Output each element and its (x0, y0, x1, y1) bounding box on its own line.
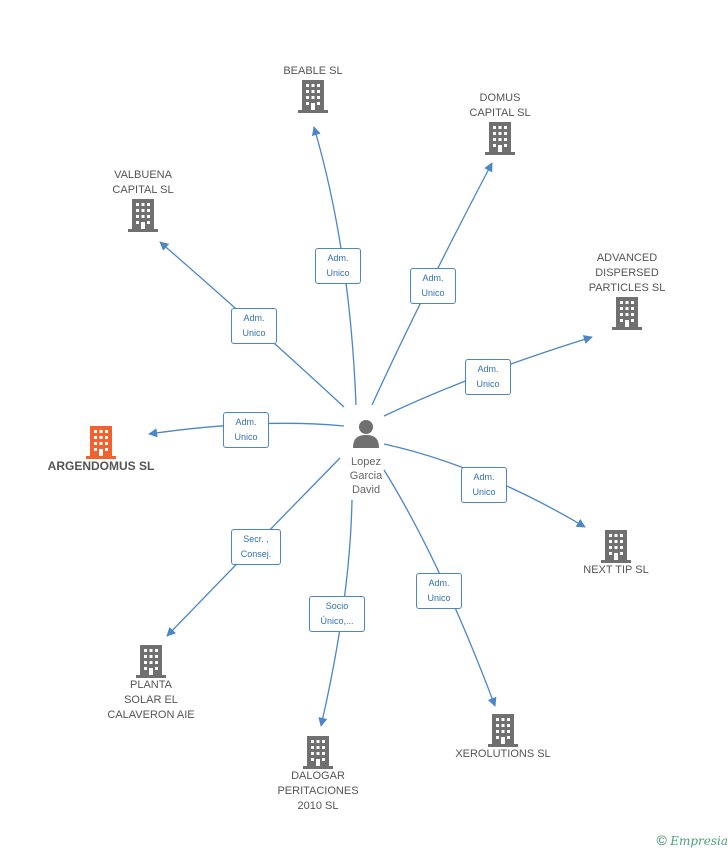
copyright-icon: © (656, 832, 667, 848)
relation-label-xerolutions: Adm. Unico (416, 573, 462, 609)
relation-label-nexttip: Adm. Unico (461, 467, 507, 503)
building-icon (128, 198, 158, 232)
company-node-beable[interactable]: BEABLE SL (268, 64, 358, 113)
building-icon (136, 644, 166, 678)
relation-label-valbuena: Adm. Unico (231, 308, 277, 344)
building-icon (612, 296, 642, 330)
company-node-argendomus[interactable]: ARGENDOMUS SL (38, 425, 164, 474)
relation-label-argendomus: Adm. Unico (223, 412, 269, 448)
company-node-advanced[interactable]: ADVANCED DISPERSED PARTICLES SL (577, 251, 677, 330)
company-name: DOMUS CAPITAL SL (469, 92, 531, 119)
person-icon (353, 420, 379, 448)
brand-name: Empresia (670, 834, 728, 848)
building-icon (298, 79, 328, 113)
brand-footer: © Empresia (657, 832, 728, 848)
person-name: Lopez Garcia David (349, 456, 383, 496)
company-name: ADVANCED DISPERSED PARTICLES SL (588, 252, 666, 294)
company-node-valbuena[interactable]: VALBUENA CAPITAL SL (98, 168, 188, 232)
company-node-dalogar[interactable]: DALOGAR PERITACIONES 2010 SL (266, 735, 370, 814)
company-name: DALOGAR PERITACIONES 2010 SL (277, 770, 359, 812)
company-node-nexttip[interactable]: NEXT TIP SL (571, 529, 661, 578)
building-icon (485, 121, 515, 155)
building-icon (303, 735, 333, 769)
company-name: ARGENDOMUS SL (47, 459, 155, 473)
company-name: BEABLE SL (283, 65, 343, 77)
building-icon (86, 425, 116, 459)
relation-label-advanced: Adm. Unico (465, 359, 511, 395)
company-name: VALBUENA CAPITAL SL (112, 169, 174, 196)
company-node-domus[interactable]: DOMUS CAPITAL SL (455, 91, 545, 155)
company-name: NEXT TIP SL (583, 564, 649, 576)
company-node-planta[interactable]: PLANTA SOLAR EL CALAVERON AIE (96, 644, 206, 723)
company-name: XEROLUTIONS SL (455, 748, 551, 760)
company-node-xerolutions[interactable]: XEROLUTIONS SL (448, 713, 558, 762)
relation-label-planta: Secr. , Consej. (231, 529, 281, 565)
relation-label-dalogar: Socio Único,... (309, 596, 365, 632)
building-icon (488, 713, 518, 747)
relation-label-domus: Adm. Unico (410, 268, 456, 304)
building-icon (601, 529, 631, 563)
company-name: PLANTA SOLAR EL CALAVERON AIE (107, 679, 195, 721)
person-node[interactable]: Lopez Garcia David (338, 418, 394, 497)
relation-label-beable: Adm. Unico (315, 248, 361, 284)
